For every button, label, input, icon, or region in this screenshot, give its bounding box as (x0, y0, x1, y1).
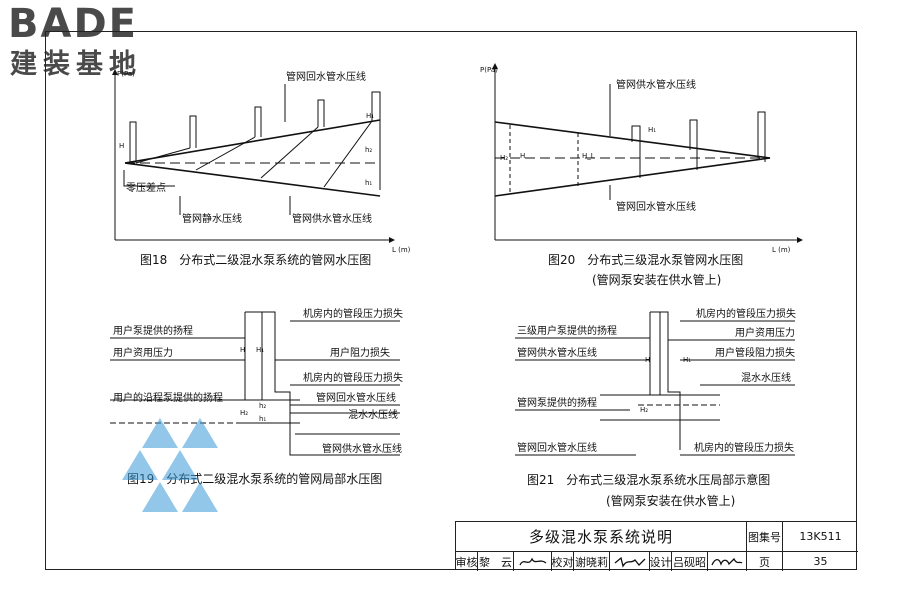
reviewer-name: 黎 云 (478, 552, 514, 571)
fig20-axis-x-label: L (m) (772, 246, 791, 254)
designer-signature-image (711, 557, 743, 566)
fig20-dim-H: H (520, 152, 525, 160)
atlas-number: 13K511 (783, 522, 858, 552)
fig18-text: P(Pa) L (m) 管网回水管水压线 零压差点 管网静水压线 管网供水管水压… (117, 70, 411, 267)
fig21-left-label-1: 三级用户泵提供的扬程 (517, 324, 617, 337)
fig19-right-label-4: 管网回水管水压线 (316, 391, 396, 404)
fig21-right-label-1: 机房内的管段压力损失 (696, 307, 796, 320)
fig20-tower-2 (689, 119, 698, 170)
fig21-profile (650, 311, 681, 450)
fig19-left-label-1: 用户泵提供的扬程 (113, 324, 193, 337)
fig19-dim-H1: H₁ (256, 346, 264, 354)
check-label: 校对 (552, 552, 574, 571)
fig18-axis-y-label: P(Pa) (117, 70, 135, 78)
fig18-axis-x-label: L (m) (392, 246, 411, 254)
fig18-return-line (124, 119, 381, 164)
fig19-right-label-1: 机房内的管段压力损失 (303, 307, 403, 320)
fig20-dim-H2: H₂ (500, 154, 508, 162)
designer-signature (708, 552, 747, 571)
fig18-tower-4 (317, 99, 325, 127)
fig19-dim-H: H (240, 346, 245, 354)
fig19-right-label-5: 混水水压线 (348, 408, 398, 421)
fig19-dim-h1: h₁ (259, 415, 266, 423)
fig21-text: 三级用户泵提供的扬程 管网供水管水压线 管网泵提供的扬程 管网回水管水压线 机房… (517, 307, 796, 508)
fig19-profile (245, 311, 302, 456)
fig21-left-label-3: 管网泵提供的扬程 (517, 396, 597, 409)
fig20-tower-1 (631, 125, 641, 178)
fig18-return-label: 管网回水管水压线 (286, 70, 366, 83)
fig20-text: P(Pa) L (m) 管网供水管水压线 管网回水管水压线 H₂ H H_L H… (480, 66, 791, 287)
fig21-left-label-4: 管网回水管水压线 (517, 441, 597, 454)
fig20-axis-y-label: P(Pa) (480, 66, 498, 74)
fig21-dim-H: H (645, 356, 650, 364)
fig18-zero-label: 零压差点 (126, 181, 166, 194)
fig21-dim-H2: H₂ (640, 406, 648, 414)
fig20-supply-label: 管网供水管水压线 (616, 78, 696, 91)
drawing-frame (45, 31, 857, 570)
fig18-tower-3 (254, 106, 262, 137)
fig18-supply-label: 管网供水管水压线 (292, 212, 372, 225)
fig20-return-label: 管网回水管水压线 (616, 200, 696, 213)
fig21-right-label-3: 用户管段阻力损失 (715, 346, 795, 359)
fig21-left-label-2: 管网供水管水压线 (517, 346, 597, 359)
fig19-dim-H2: H₂ (240, 409, 248, 417)
fig21-right-label-5: 机房内的管段压力损失 (694, 441, 794, 454)
reviewer-signature (514, 552, 552, 571)
fig18-caption: 图18 分布式二级混水泵系统的管网水压图 (140, 252, 371, 267)
fig18-tower-2 (189, 115, 197, 148)
fig18-static-label: 管网静水压线 (182, 212, 242, 225)
fig21-caption: 图21 分布式三级混水泵系统水压局部示意图 (527, 472, 770, 487)
fig18-dim-H1: H₁ (366, 112, 374, 120)
fig18-dim-H: H (119, 142, 124, 150)
page-number: 35 (813, 555, 828, 568)
title-block-title: 多级混水泵系统说明 (456, 522, 747, 552)
fig18-zero-leader (123, 170, 175, 187)
fig20-tower-3 (757, 111, 766, 162)
reviewer-signature-image (518, 557, 546, 565)
checker-name: 谢晓莉 (574, 552, 610, 571)
fig19-right-label-2: 用户阻力损失 (330, 346, 390, 359)
atlas-number-label: 图集号 (747, 522, 783, 552)
watermark-logo (122, 418, 218, 512)
fig21-diagram (515, 311, 795, 456)
fig19-left-label-3: 用户的沿程泵提供的扬程 (113, 391, 223, 404)
designer-name: 吕砚昭 (672, 552, 708, 571)
fig19-left-label-2: 用户资用压力 (113, 346, 173, 359)
fig21-right-label-2: 用户资用压力 (735, 326, 795, 339)
fig19-right-label-3: 机房内的管段压力损失 (303, 371, 403, 384)
fig20-return-line (494, 157, 771, 197)
fig20-dim-HL: H_L (582, 152, 595, 160)
fig20-diagram (492, 63, 803, 243)
checker-signature-image (614, 556, 645, 568)
fig19-text: 用户泵提供的扬程 用户资用压力 用户的沿程泵提供的扬程 机房内的管段压力损失 用… (113, 307, 403, 486)
logo-wordmark: BADE (8, 1, 138, 47)
review-label: 审核 (456, 552, 478, 571)
fig18-dim-h1: h₁ (365, 179, 372, 187)
design-label: 设计 (650, 552, 672, 571)
fig21-dim-H1: H₁ (683, 356, 691, 364)
fig21-subcaption: (管网泵安装在供水管上) (606, 493, 735, 508)
fig19-diagram (110, 311, 400, 456)
title-block: 多级混水泵系统说明 图集号 13K511 审核 黎 云 校对 谢晓莉 设计 吕砚… (455, 521, 858, 571)
fig18-supply-line (124, 162, 381, 197)
fig20-caption: 图20 分布式三级混水泵管网水压图 (548, 252, 743, 267)
page-label: 页 (747, 552, 783, 571)
fig18-diagram (112, 69, 395, 243)
checker-signature (610, 552, 650, 571)
fig21-right-label-4: 混水水压线 (741, 371, 791, 384)
fig18-tower-1 (129, 121, 137, 163)
fig18-tower-5 (371, 91, 381, 190)
fig20-dim-H1: H₁ (648, 126, 656, 134)
fig20-subcaption: (管网泵安装在供水管上) (592, 272, 721, 287)
fig19-dim-h2: h₂ (259, 402, 266, 410)
fig19-right-label-6: 管网供水管水压线 (322, 442, 402, 455)
fig18-dim-h2: h₂ (365, 146, 372, 154)
